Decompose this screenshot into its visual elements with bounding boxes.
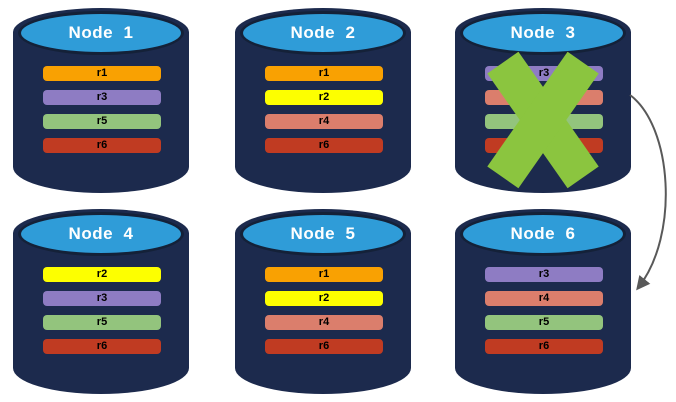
replica-label: r5 xyxy=(96,316,108,328)
node-1: Node 1 r1 r3 r5 r6 xyxy=(13,8,189,193)
replica-bar: r6 xyxy=(265,339,383,354)
failure-x-icon xyxy=(486,51,600,189)
cylinder-body xyxy=(235,32,411,193)
replica-label: r5 xyxy=(96,115,108,127)
node-title: Node 1 xyxy=(68,23,134,42)
replica-label: r3 xyxy=(96,292,108,304)
cylinder-body xyxy=(455,233,631,394)
replica-bar: r6 xyxy=(485,339,603,354)
replica-label: r3 xyxy=(538,268,550,280)
node-6: Node 6 r3 r4 r5 r6 xyxy=(455,209,631,394)
cylinder-top-ellipse: Node 4 xyxy=(18,212,184,256)
replica-label: r4 xyxy=(318,316,330,328)
cylinder-top-ellipse: Node 2 xyxy=(240,11,406,55)
replica-label: r6 xyxy=(96,139,108,151)
replica-label: r4 xyxy=(538,292,550,304)
replica-bar: r2 xyxy=(265,291,383,306)
cylinder-top-ellipse: Node 3 xyxy=(460,11,626,55)
replica-bar: r3 xyxy=(43,90,161,105)
replica-label: r5 xyxy=(538,316,550,328)
replica-bar: r4 xyxy=(265,114,383,129)
replica-list: r1 r2 r4 r6 xyxy=(265,267,383,354)
cylinder-body xyxy=(235,233,411,394)
replica-label: r6 xyxy=(538,340,550,352)
node-title: Node 5 xyxy=(290,224,356,243)
replica-label: r2 xyxy=(318,292,330,304)
cylinder-body xyxy=(13,233,189,394)
replica-bar: r3 xyxy=(43,291,161,306)
replica-bar: r2 xyxy=(43,267,161,282)
replica-label: r2 xyxy=(318,91,330,103)
node-title: Node 4 xyxy=(68,224,134,243)
cylinder-body xyxy=(13,32,189,193)
replica-bar: r2 xyxy=(265,90,383,105)
recovery-arrow-path xyxy=(629,94,667,291)
node-5: Node 5 r1 r2 r4 r6 xyxy=(235,209,411,394)
replica-label: r3 xyxy=(96,91,108,103)
replica-label: r1 xyxy=(96,67,108,79)
node-3: Node 3 r3 xyxy=(455,8,631,193)
replica-label: r1 xyxy=(318,67,330,79)
replica-bar: r4 xyxy=(265,315,383,330)
cylinder-top-ellipse: Node 6 xyxy=(460,212,626,256)
replica-list: r1 r3 r5 r6 xyxy=(43,66,161,153)
replica-bar: r5 xyxy=(485,315,603,330)
replica-label: r1 xyxy=(318,268,330,280)
replica-list: r2 r3 r5 r6 xyxy=(43,267,161,354)
replica-bar: r5 xyxy=(43,114,161,129)
replica-label: r6 xyxy=(96,340,108,352)
cylinder-top-ellipse: Node 1 xyxy=(18,11,184,55)
cylinder-top-ellipse: Node 5 xyxy=(240,212,406,256)
replica-label: r3 xyxy=(538,67,550,79)
replica-bar: r1 xyxy=(265,267,383,282)
replica-bar: r5 xyxy=(43,315,161,330)
node-title: Node 2 xyxy=(290,23,356,42)
replica-label: r4 xyxy=(318,115,330,127)
node-4: Node 4 r2 r3 r5 r6 xyxy=(13,209,189,394)
node-title: Node 6 xyxy=(510,224,576,243)
replica-bar: r4 xyxy=(485,291,603,306)
node-2: Node 2 r1 r2 r4 r6 xyxy=(235,8,411,193)
replica-bar: r6 xyxy=(265,138,383,153)
node-title: Node 3 xyxy=(510,23,576,42)
replica-label: r2 xyxy=(96,268,108,280)
replica-label: r6 xyxy=(318,340,330,352)
replica-bar: r1 xyxy=(43,66,161,81)
replica-bar: r6 xyxy=(43,339,161,354)
replica-bar: r1 xyxy=(265,66,383,81)
replica-list: r3 r4 r5 r6 xyxy=(485,267,603,354)
replica-bar: r6 xyxy=(43,138,161,153)
replica-list: r1 r2 r4 r6 xyxy=(265,66,383,153)
replica-bar: r3 xyxy=(485,267,603,282)
replica-label: r6 xyxy=(318,139,330,151)
